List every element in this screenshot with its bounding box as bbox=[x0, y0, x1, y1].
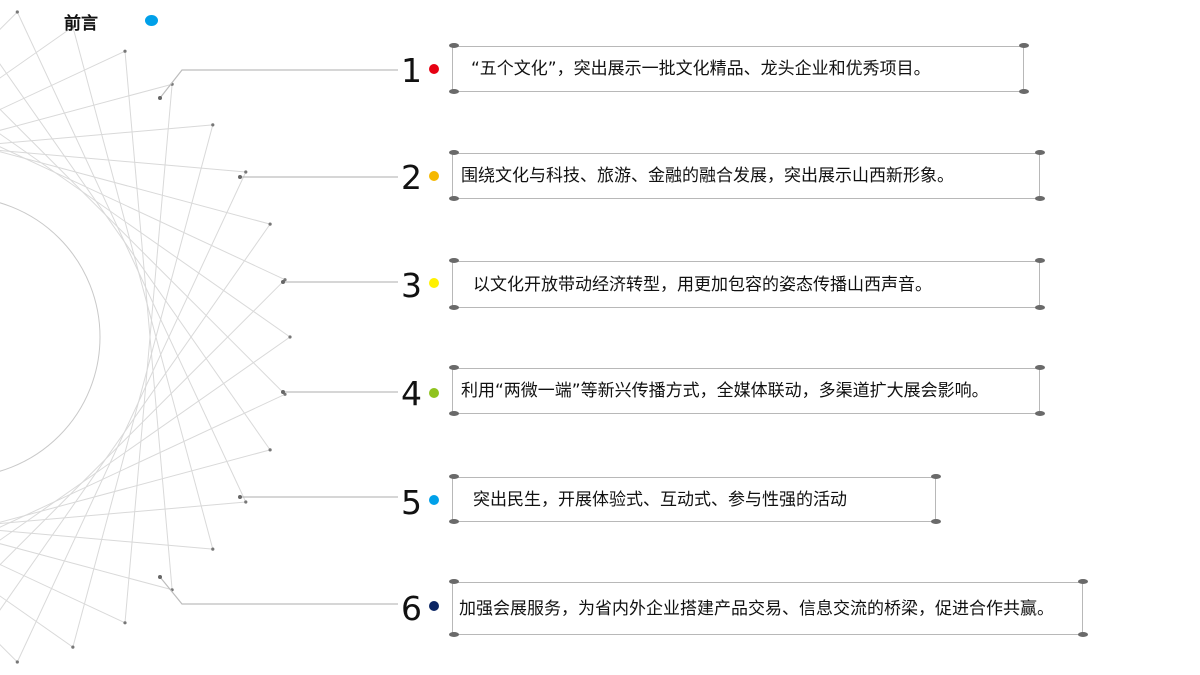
connector-anchor bbox=[238, 175, 242, 179]
deco-line bbox=[0, 501, 246, 525]
item-textbox-4[interactable]: 利用“两微一端”等新兴传播方式，全媒体联动，多渠道扩大展会影响。 bbox=[452, 368, 1040, 414]
deco-dot bbox=[268, 222, 272, 226]
resize-handle[interactable] bbox=[1035, 258, 1045, 263]
resize-handle[interactable] bbox=[449, 632, 459, 637]
deco-dot bbox=[123, 621, 127, 625]
resize-handle[interactable] bbox=[1019, 89, 1029, 94]
item-text-4: 利用“两微一端”等新兴传播方式，全媒体联动，多渠道扩大展会影响。 bbox=[461, 381, 989, 401]
resize-handle[interactable] bbox=[449, 305, 459, 310]
resize-handle[interactable] bbox=[1019, 43, 1029, 48]
resize-handle[interactable] bbox=[1035, 411, 1045, 416]
deco-line bbox=[0, 449, 271, 523]
item-dot-6 bbox=[429, 601, 439, 611]
resize-handle[interactable] bbox=[1035, 196, 1045, 201]
deco-dot bbox=[244, 500, 248, 504]
deco-line bbox=[0, 149, 246, 173]
deco-line bbox=[0, 50, 126, 111]
item-text-6: 加强会展服务，为省内外企业搭建产品交易、信息交流的桥梁，促进合作共赢。 bbox=[459, 598, 1054, 619]
resize-handle[interactable] bbox=[1035, 305, 1045, 310]
deco-dot bbox=[15, 10, 19, 14]
resize-handle[interactable] bbox=[449, 89, 459, 94]
resize-handle[interactable] bbox=[1078, 632, 1088, 637]
item-dot-4 bbox=[429, 388, 439, 398]
resize-handle[interactable] bbox=[449, 150, 459, 155]
resize-handle[interactable] bbox=[449, 258, 459, 263]
deco-line bbox=[0, 151, 271, 225]
page-title: 前言 bbox=[64, 14, 98, 34]
deco-line bbox=[0, 133, 291, 338]
item-number-6: 6 bbox=[401, 589, 422, 628]
deco-dot bbox=[71, 25, 75, 29]
deco-line bbox=[72, 26, 214, 550]
deco-line bbox=[0, 595, 74, 648]
item-text-3: 以文化开放带动经济转型，用更加包容的姿态传播山西声音。 bbox=[473, 274, 932, 295]
connector-line bbox=[159, 69, 398, 99]
item-text-5: 突出民生，开展体验式、互动式、参与性强的活动 bbox=[473, 489, 847, 510]
item-textbox-6[interactable]: 加强会展服务，为省内外企业搭建产品交易、信息交流的桥梁，促进合作共赢。 bbox=[452, 582, 1083, 635]
deco-line bbox=[0, 543, 173, 591]
deco-line bbox=[0, 223, 271, 611]
deco-ring bbox=[0, 202, 101, 472]
item-dot-5 bbox=[429, 495, 439, 505]
item-dot-1 bbox=[429, 64, 439, 74]
deco-line bbox=[0, 83, 173, 131]
resize-handle[interactable] bbox=[449, 474, 459, 479]
deco-dot bbox=[71, 645, 75, 649]
deco-line bbox=[0, 146, 286, 281]
resize-handle[interactable] bbox=[931, 519, 941, 524]
item-textbox-1[interactable]: “五个文化”，突出展示一批文化精品、龙头企业和优秀项目。 bbox=[452, 46, 1024, 92]
deco-dot bbox=[288, 335, 292, 339]
resize-handle[interactable] bbox=[449, 411, 459, 416]
item-text-2: 围绕文化与科技、旅游、金融的融合发展，突出展示山西新形象。 bbox=[461, 166, 954, 186]
resize-handle[interactable] bbox=[449, 365, 459, 370]
resize-handle[interactable] bbox=[1078, 579, 1088, 584]
deco-line bbox=[0, 124, 213, 144]
deco-line bbox=[16, 171, 247, 663]
connector-anchor bbox=[158, 575, 162, 579]
deco-line bbox=[0, 108, 286, 395]
connector-line bbox=[159, 576, 398, 605]
deco-dot bbox=[211, 123, 215, 127]
item-text-1: “五个文化”，突出展示一批文化精品、龙头企业和优秀项目。 bbox=[471, 59, 931, 79]
deco-line bbox=[0, 63, 271, 451]
deco-line bbox=[0, 336, 291, 541]
deco-dot bbox=[244, 170, 248, 174]
connector-anchor bbox=[238, 495, 242, 499]
deco-line bbox=[124, 84, 173, 623]
deco-dot bbox=[15, 660, 19, 664]
item-textbox-3[interactable]: 以文化开放带动经济转型，用更加包容的姿态传播山西声音。 bbox=[452, 261, 1040, 308]
item-dot-2 bbox=[429, 171, 439, 181]
deco-line bbox=[72, 124, 214, 648]
resize-handle[interactable] bbox=[1035, 365, 1045, 370]
resize-handle[interactable] bbox=[1035, 150, 1045, 155]
item-number-1: 1 bbox=[401, 51, 422, 90]
item-number-3: 3 bbox=[401, 266, 422, 305]
title-dot bbox=[145, 15, 158, 26]
deco-line bbox=[0, 393, 286, 528]
deco-dot bbox=[123, 49, 127, 53]
resize-handle[interactable] bbox=[931, 474, 941, 479]
item-number-4: 4 bbox=[401, 374, 422, 413]
deco-dot bbox=[211, 547, 215, 551]
item-textbox-5[interactable]: 突出民生，开展体验式、互动式、参与性强的活动 bbox=[452, 477, 936, 522]
resize-handle[interactable] bbox=[449, 579, 459, 584]
deco-dot bbox=[268, 448, 272, 452]
deco-line bbox=[0, 279, 286, 566]
deco-line bbox=[124, 51, 173, 590]
connector-anchor bbox=[281, 280, 285, 284]
deco-line bbox=[0, 530, 213, 550]
resize-handle[interactable] bbox=[449, 43, 459, 48]
item-textbox-2[interactable]: 围绕文化与科技、旅游、金融的融合发展，突出展示山西新形象。 bbox=[452, 153, 1040, 199]
deco-line bbox=[0, 563, 126, 624]
connector-anchor bbox=[281, 390, 285, 394]
resize-handle[interactable] bbox=[449, 196, 459, 201]
connector-anchor bbox=[158, 96, 162, 100]
item-number-5: 5 bbox=[401, 483, 422, 522]
resize-handle[interactable] bbox=[449, 519, 459, 524]
item-number-2: 2 bbox=[401, 158, 422, 197]
item-dot-3 bbox=[429, 278, 439, 288]
deco-line bbox=[16, 11, 247, 503]
deco-line bbox=[0, 26, 74, 79]
